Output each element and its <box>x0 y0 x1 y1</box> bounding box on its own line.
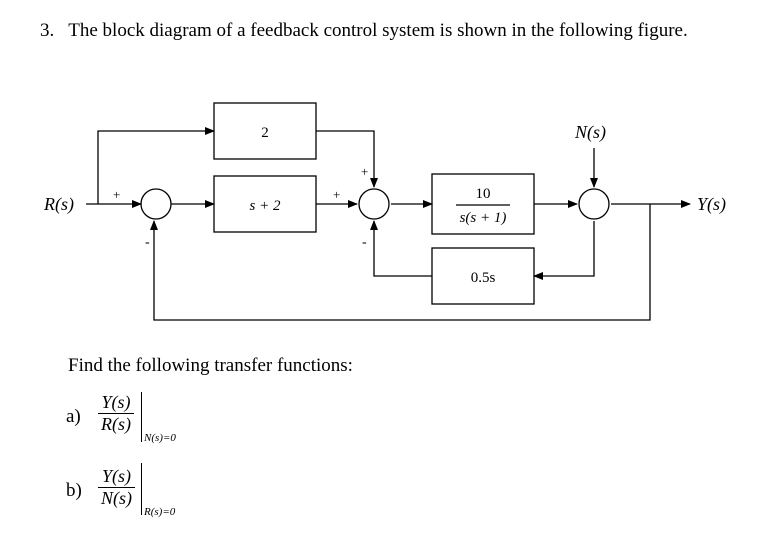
inner-feedback-line <box>533 221 595 280</box>
sum2-top-plus-sign: + <box>361 164 368 179</box>
rate-feedback-line <box>370 220 432 277</box>
sum2-minus-sign: - <box>362 235 367 250</box>
part-a-numerator: Y(s) <box>101 392 131 412</box>
part-b-fraction: Y(s) N(s) <box>98 466 135 509</box>
summing-junction-3 <box>578 188 610 220</box>
part-a-denominator: R(s) <box>98 413 134 435</box>
question-number: 3. <box>40 20 55 41</box>
sum1-minus-sign: - <box>145 235 150 250</box>
sum2-left-plus-sign: + <box>333 187 340 202</box>
disturbance-label: N(s) <box>574 122 606 143</box>
feedforward-branch-line <box>97 127 215 204</box>
part-b-denominator: N(s) <box>98 487 135 509</box>
feedback-block-label: 0.5s <box>471 270 496 286</box>
plant-denominator: s(s + 1) <box>460 210 507 226</box>
instructions-text: Find the following transfer functions: <box>68 355 353 376</box>
part-b-condition: R(s)=0 <box>144 506 176 518</box>
part-b-numerator: Y(s) <box>101 466 131 486</box>
controller-block-label: s + 2 <box>250 198 281 214</box>
summing-junction-2 <box>358 188 390 220</box>
feedback-block <box>431 247 535 305</box>
input-label: R(s) <box>43 194 74 215</box>
question: 3. The block diagram of a feedback contro… <box>40 20 688 42</box>
part-b-eval-bar <box>141 463 142 515</box>
gain-to-sum2-line <box>316 130 378 188</box>
part-a-eval-bar <box>141 392 142 442</box>
plant-block <box>431 173 535 235</box>
output-label: Y(s) <box>697 194 726 215</box>
summing-junction-1 <box>140 188 172 220</box>
part-a-letter: a) <box>66 406 81 427</box>
gain-block <box>213 102 317 160</box>
part-a-fraction: Y(s) R(s) <box>98 392 134 435</box>
gain-block-label: 2 <box>261 125 269 141</box>
plant-numerator: 10 <box>476 186 491 202</box>
outer-feedback-line <box>150 204 651 321</box>
part-b-letter: b) <box>66 480 82 501</box>
sum1-plus-sign: + <box>113 187 120 202</box>
question-text: The block diagram of a feedback control … <box>68 20 688 41</box>
part-a-condition: N(s)=0 <box>144 432 176 444</box>
controller-block <box>213 175 317 233</box>
